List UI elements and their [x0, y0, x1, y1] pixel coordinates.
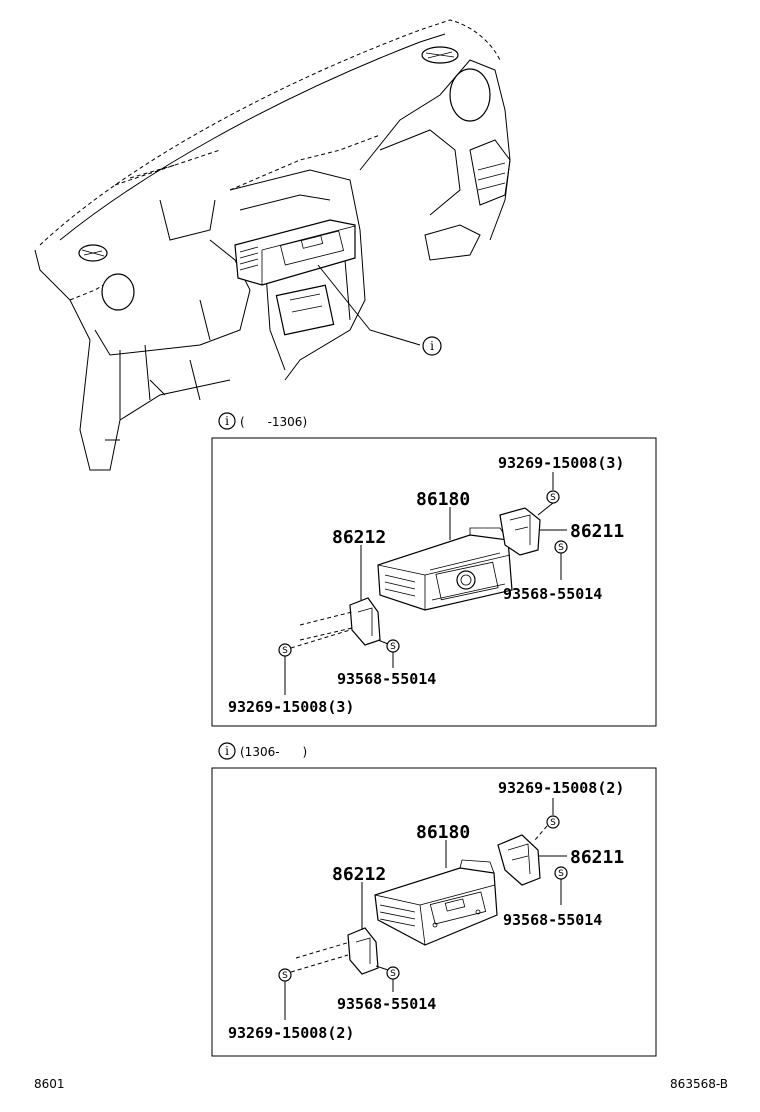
label-screw-mid: 93568-55014	[337, 670, 436, 688]
screw-s2-left: S	[278, 968, 292, 982]
bracket-86211	[499, 507, 541, 556]
callout-i-dashboard	[422, 336, 442, 356]
left-gauge-icon	[101, 273, 135, 311]
label-86211: 86211	[570, 847, 624, 868]
bracket-86211-v2	[497, 834, 541, 886]
svg-text:S: S	[282, 646, 288, 656]
footer-left-code: 8601	[34, 1077, 65, 1091]
section-1-labels: 86180 86212 86211 93269-15008(3) 93568-5…	[228, 454, 624, 716]
screw-s2-right: S	[554, 866, 568, 880]
svg-text:S: S	[282, 971, 288, 981]
screw-s2-top: S	[546, 815, 560, 829]
svg-text:S: S	[558, 869, 564, 879]
section-2-labels: 86180 86212 86211 93269-15008(2) 93568-5…	[228, 779, 624, 1042]
label-screw-top: 93269-15008(2)	[498, 779, 624, 797]
section-1-range: ( -1306)	[240, 415, 307, 429]
callout-i-section-2	[218, 742, 236, 760]
section-2-header: i (1306- )	[218, 742, 307, 760]
section-2-parts: S S S S	[278, 798, 568, 1020]
svg-text:S: S	[550, 493, 556, 503]
label-screw-mid: 93568-55014	[337, 995, 436, 1013]
dashboard-illustration: i	[34, 19, 511, 471]
dash-head-unit	[234, 219, 356, 286]
svg-text:S: S	[390, 642, 396, 652]
screw-s1-left: S	[278, 643, 292, 657]
label-screw-bottom: 93269-15008(3)	[228, 698, 354, 716]
label-86180: 86180	[416, 822, 470, 843]
screw-s1-right: S	[554, 540, 568, 554]
screw-s1-top: S	[546, 490, 560, 504]
right-gauge-icon	[449, 68, 491, 122]
screw-s1-mid: S	[386, 639, 400, 653]
label-86180: 86180	[416, 489, 470, 510]
svg-text:S: S	[558, 543, 564, 553]
label-screw-top: 93269-15008(3)	[498, 454, 624, 472]
svg-text:S: S	[550, 818, 556, 828]
screw-s2-mid: S	[386, 966, 400, 980]
section-2-frame	[211, 767, 657, 1057]
section-1-frame	[211, 437, 657, 727]
label-86212: 86212	[332, 527, 386, 548]
radio-receiver-86180-v2	[374, 859, 498, 946]
label-screw-right: 93568-55014	[503, 585, 602, 603]
section-1-header: i ( -1306)	[218, 412, 307, 430]
label-86211: 86211	[570, 521, 624, 542]
svg-text:i: i	[225, 744, 229, 758]
svg-text:S: S	[390, 969, 396, 979]
section-2-range: (1306- )	[240, 745, 307, 759]
label-86212: 86212	[332, 864, 386, 885]
callout-i-section-1	[218, 412, 236, 430]
bracket-86212	[299, 597, 381, 646]
svg-text:i: i	[225, 414, 229, 428]
label-screw-right: 93568-55014	[503, 911, 602, 929]
footer-right-code: 863568-B	[670, 1077, 728, 1091]
bracket-86212-v2	[295, 927, 379, 975]
label-screw-bottom: 93269-15008(2)	[228, 1024, 354, 1042]
section-1-parts: S S S S	[278, 472, 568, 695]
callout-letter: i	[430, 339, 434, 353]
radio-receiver-86180	[377, 527, 513, 611]
